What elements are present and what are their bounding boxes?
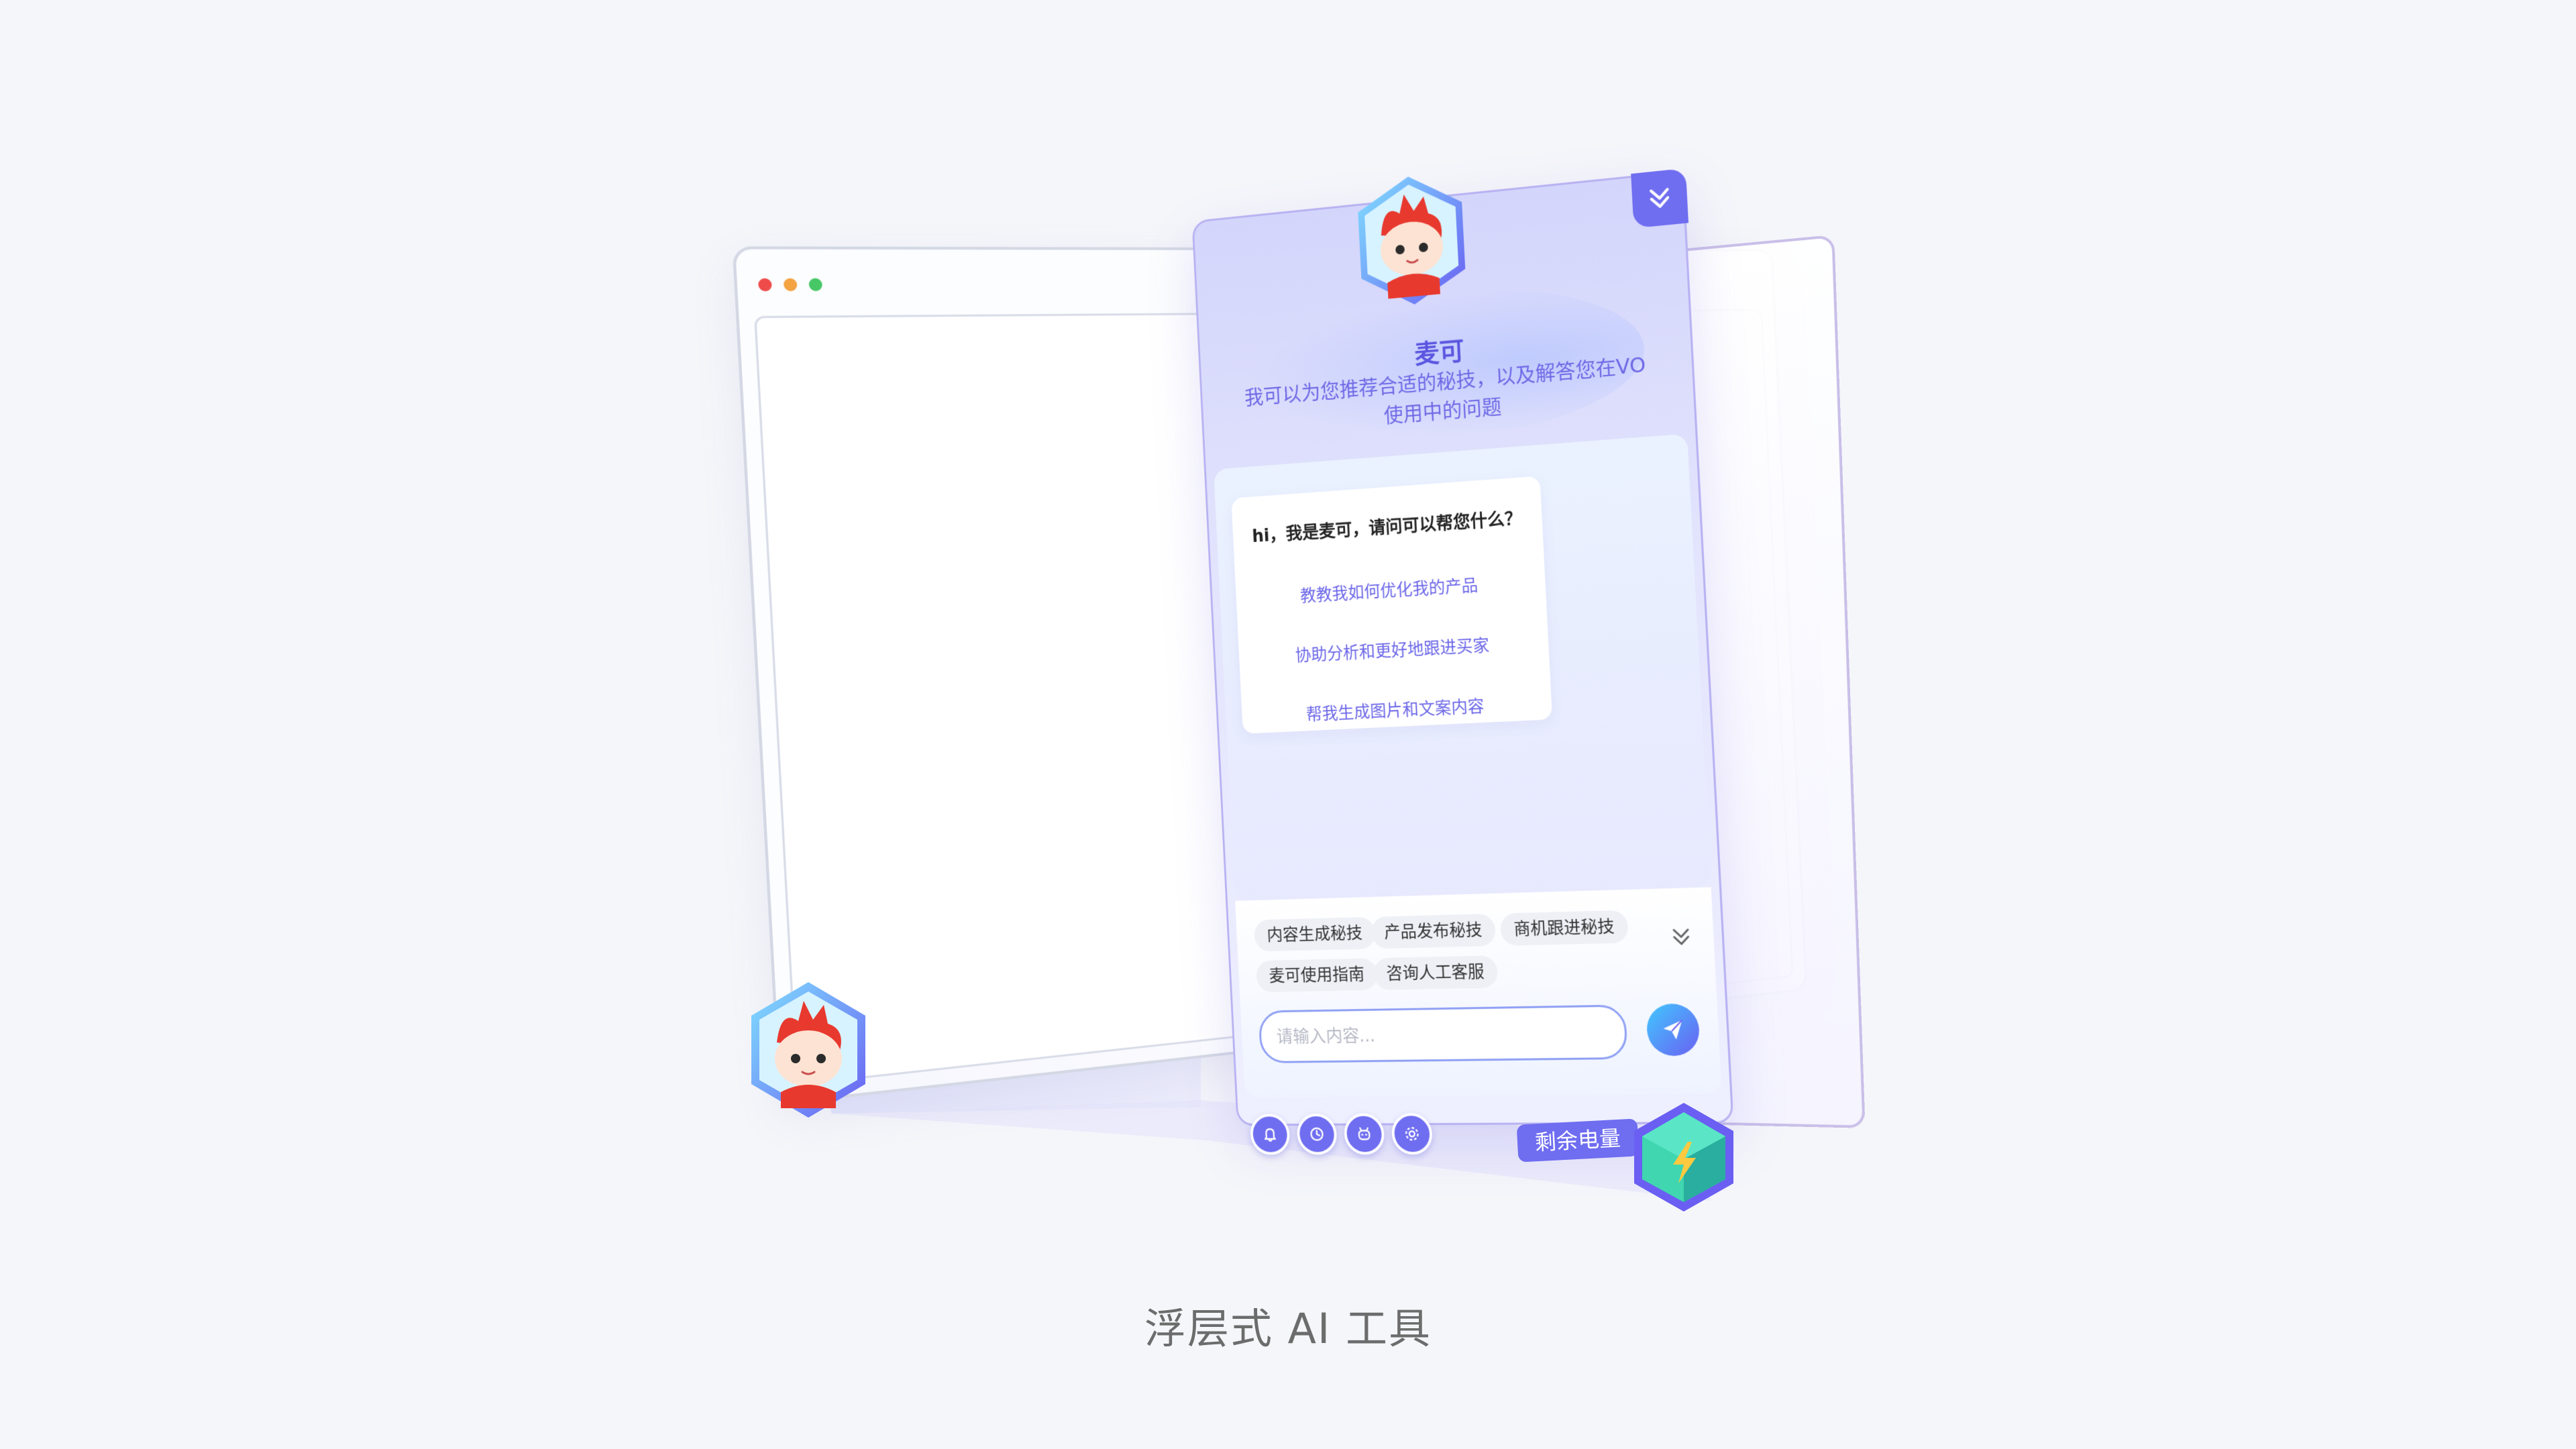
quick-chip[interactable]: 商机跟进秘技 [1499,910,1629,946]
chevrons-down-icon [1646,183,1674,213]
battery-label: 剩余电量 [1516,1118,1640,1163]
caption: 浮层式 AI 工具 [1144,1304,1432,1353]
clock-icon [1307,1125,1326,1144]
quick-chip[interactable]: 咨询人工客服 [1373,955,1499,990]
close-dot[interactable] [757,278,772,292]
greeting-text: hi，我是麦可，请问可以帮您什么？ [1251,508,1523,547]
panel-toolbar [1249,1113,1434,1155]
bell-icon [1260,1125,1279,1144]
send-icon [1662,1016,1687,1040]
robot-icon [1354,1124,1373,1143]
suggestion-link[interactable]: 协助分析和更好地跟进买家 [1295,635,1490,665]
settings-button[interactable] [1391,1113,1434,1155]
energy-cube-icon[interactable] [1630,1100,1737,1214]
window-controls [757,278,823,292]
chevrons-down-icon [1669,925,1694,949]
expand-chips-button[interactable] [1664,923,1700,958]
maximize-dot[interactable] [808,278,823,291]
history-button[interactable] [1296,1113,1338,1155]
assistant-button[interactable] [1343,1113,1385,1155]
collapse-button[interactable] [1631,168,1689,229]
mascot-avatar [1356,171,1467,309]
composer-area: 内容生成秘技 产品发布秘技 商机跟进秘技 麦可使用指南 咨询人工客服 [1235,887,1722,1098]
greeting-card: hi，我是麦可，请问可以帮您什么？ 教教我如何优化我的产品 协助分析和更好地跟进… [1231,476,1553,734]
quick-chip[interactable]: 内容生成秘技 [1253,916,1377,952]
chat-area: hi，我是麦可，请问可以帮您什么？ 教教我如何优化我的产品 协助分析和更好地跟进… [1213,433,1711,901]
assistant-panel: 麦可 我可以为您推荐合适的秘技，以及解答您在VO使用中的问题 hi，我是麦可，请… [1191,168,1734,1155]
floating-mascot-button[interactable] [745,979,872,1120]
message-input[interactable] [1274,1006,1613,1063]
suggestion-link[interactable]: 帮我生成图片和文案内容 [1305,696,1485,724]
notification-button[interactable] [1249,1114,1291,1155]
gear-icon [1403,1124,1422,1143]
minimize-dot[interactable] [783,278,798,292]
quick-chip[interactable]: 麦可使用指南 [1255,958,1379,993]
message-input-container [1258,1004,1628,1064]
quick-chip[interactable]: 产品发布秘技 [1371,913,1497,949]
send-button[interactable] [1646,1003,1701,1057]
suggestion-link[interactable]: 教教我如何优化我的产品 [1299,575,1479,606]
